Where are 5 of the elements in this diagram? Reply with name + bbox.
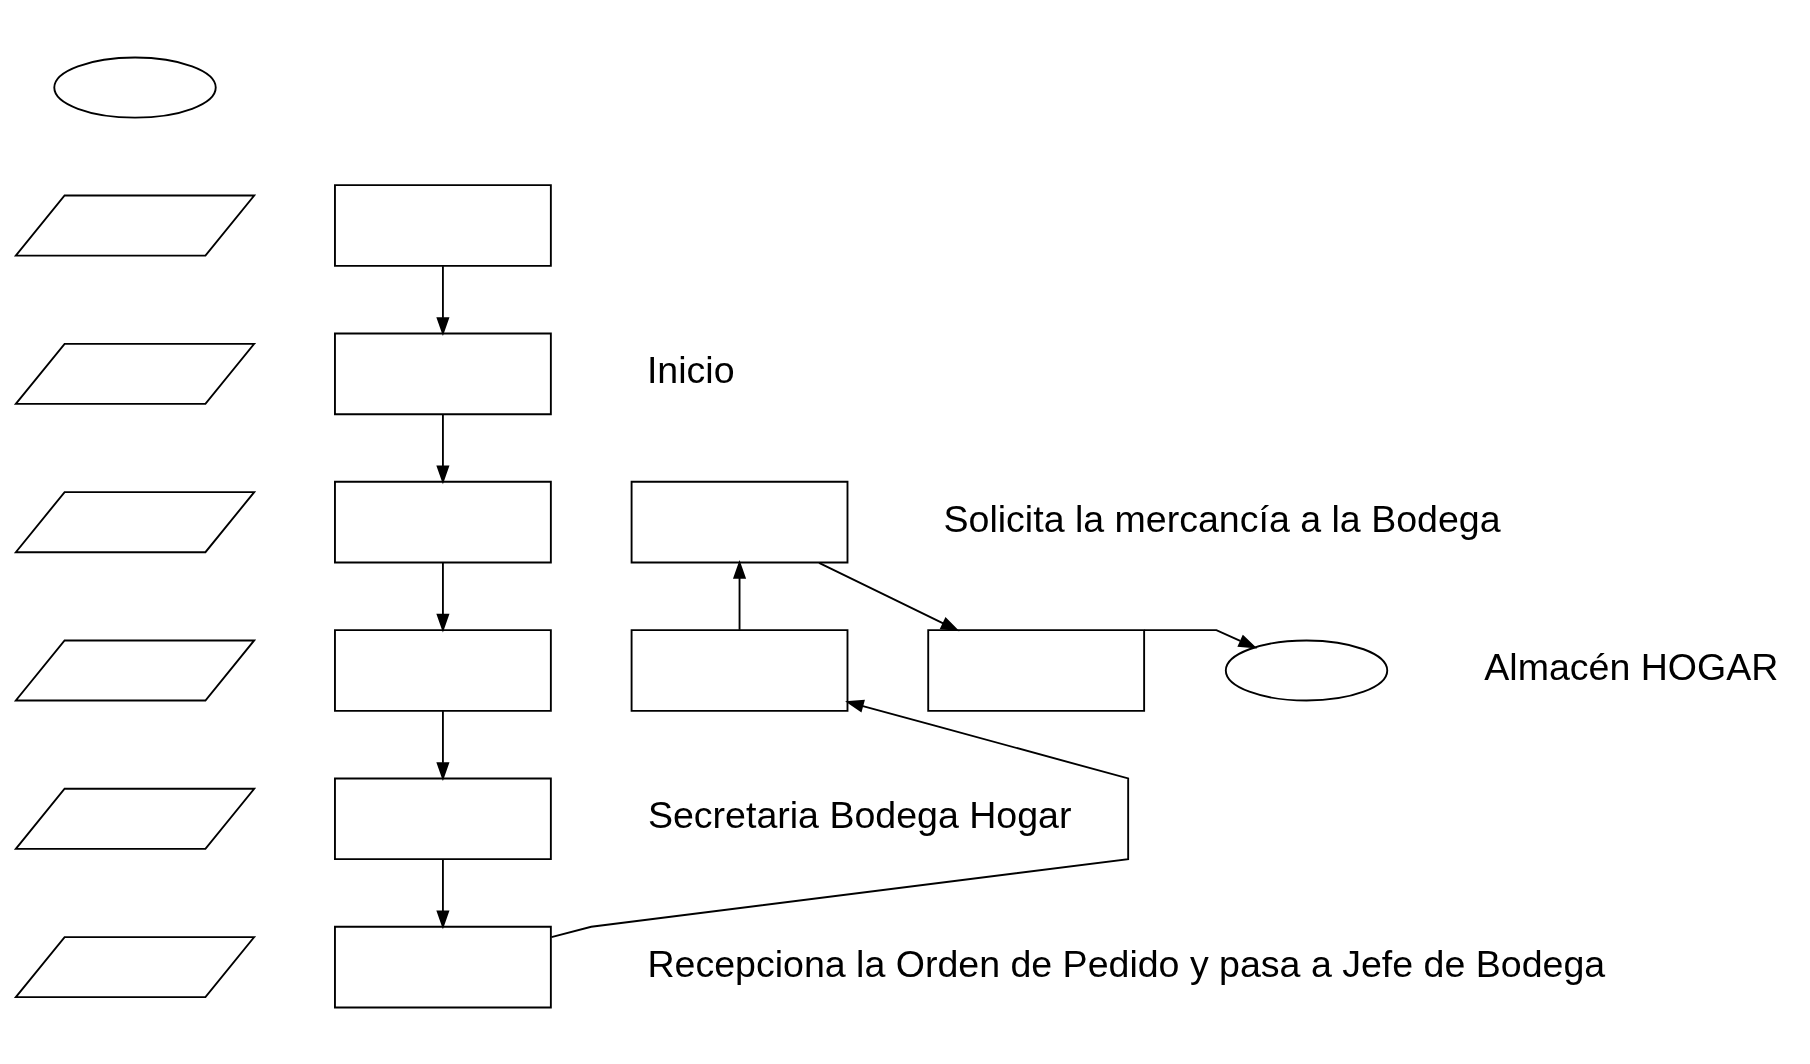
label: Solicita la mercancía a la Bodega: [943, 497, 1501, 540]
label: Recepciona la Orden de Pedido y pasa a Jefe de Bodega: [647, 942, 1606, 985]
label: Almacén HOGAR: [1484, 645, 1779, 688]
label: Secretaria Bodega Hogar: [647, 793, 1072, 836]
label: Inicio: [646, 348, 735, 391]
